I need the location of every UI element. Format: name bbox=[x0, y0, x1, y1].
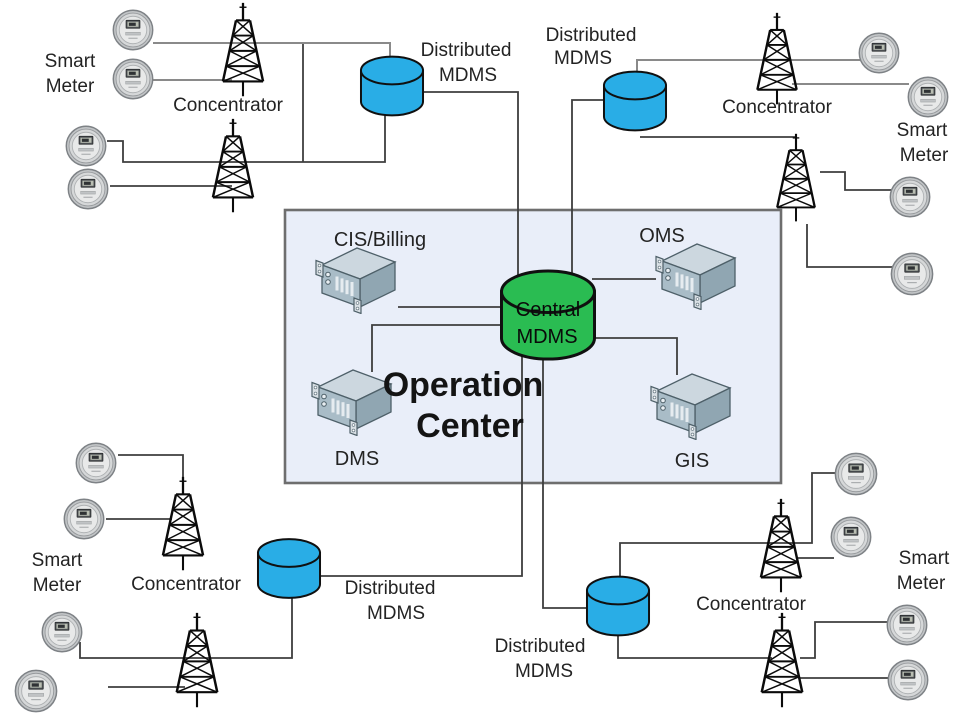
distributed-mdms-database-icon bbox=[256, 538, 322, 599]
smart-meter-label: Smart bbox=[32, 550, 83, 571]
concentrator-tower-icon bbox=[760, 612, 804, 709]
distributed-mdms-database-icon bbox=[585, 575, 651, 637]
concentrator-label: Concentrator bbox=[131, 574, 242, 595]
smart-meter-label: Meter bbox=[900, 145, 949, 166]
link-br-mdms-meter13 bbox=[619, 472, 838, 588]
concentrator-tower-icon bbox=[756, 12, 798, 106]
link-central-gis bbox=[593, 337, 678, 375]
smart-meter-icon bbox=[63, 498, 105, 540]
concentrator-tower-icon bbox=[775, 133, 817, 223]
distributed-mdms-label: Distributed bbox=[495, 636, 586, 657]
gis-label: GIS bbox=[675, 450, 709, 472]
smart-meter-label: Smart bbox=[899, 548, 950, 569]
distributed-mdms-database-icon bbox=[359, 55, 425, 117]
link-bl-meter11-mdms bbox=[79, 598, 293, 659]
smart-meter-icon bbox=[890, 252, 934, 296]
operation-center-title: Operation bbox=[383, 366, 544, 404]
smart-meter-icon bbox=[14, 669, 58, 713]
link-bl-meter9-concentrator bbox=[118, 454, 184, 481]
smart-meter-icon bbox=[886, 604, 928, 646]
concentrator-label: Concentrator bbox=[722, 97, 833, 118]
smart-meter-icon bbox=[834, 452, 878, 496]
link-br-mdms-concentrator2 bbox=[617, 636, 772, 659]
central-mdms-label: MDMS bbox=[516, 326, 577, 348]
smart-meter-icon bbox=[907, 76, 949, 118]
smart-meter-label: Meter bbox=[33, 575, 82, 596]
distributed-mdms-label: Distributed bbox=[546, 25, 637, 46]
distributed-mdms-database-icon bbox=[602, 70, 668, 132]
concentrator-label: Concentrator bbox=[173, 95, 284, 116]
smart-meter-icon bbox=[112, 9, 154, 51]
operation-center-title: Center bbox=[416, 407, 524, 445]
link-tr-meter8-concentrator2 bbox=[806, 224, 894, 268]
smart-meter-icon bbox=[889, 176, 931, 218]
dms-label: DMS bbox=[335, 448, 379, 470]
smart-meter-icon bbox=[858, 32, 900, 74]
link-br-meter15-concentrator2 bbox=[800, 621, 890, 659]
link-tl-meter3-mdms bbox=[107, 112, 386, 163]
link-tr-mdms-meter5 bbox=[636, 59, 860, 78]
concentrator-label: Concentrator bbox=[696, 594, 807, 615]
smart-meter-icon bbox=[112, 58, 154, 100]
link-central-bl-mdms bbox=[320, 352, 523, 577]
concentrator-tower-icon bbox=[759, 498, 803, 594]
link-tl-meter1-mdms bbox=[153, 42, 391, 70]
distributed-mdms-label: MDMS bbox=[439, 65, 497, 86]
concentrator-tower-icon bbox=[161, 476, 205, 572]
link-tr-concentrator2-meter7 bbox=[820, 171, 892, 191]
smart-meter-label: Smart bbox=[897, 120, 948, 141]
smart-meter-icon bbox=[67, 168, 109, 210]
concentrator-tower-icon bbox=[211, 118, 255, 214]
distributed-mdms-label: Distributed bbox=[345, 578, 436, 599]
smart-meter-label: Smart bbox=[45, 51, 96, 72]
link-tl-mdms-central bbox=[420, 91, 519, 292]
smart-meter-label: Meter bbox=[46, 76, 95, 97]
distributed-mdms-label: Distributed bbox=[421, 40, 512, 61]
link-central-br-mdms bbox=[542, 352, 590, 609]
smart-meter-label: Meter bbox=[897, 573, 946, 594]
connector-lines-dark bbox=[79, 43, 894, 688]
oms-label: OMS bbox=[639, 225, 685, 247]
link-central-dms bbox=[371, 324, 503, 372]
smart-meter-icon bbox=[41, 611, 83, 653]
distributed-mdms-label: MDMS bbox=[367, 603, 425, 624]
concentrator-tower-icon bbox=[221, 2, 265, 98]
distributed-mdms-label: MDMS bbox=[554, 48, 612, 69]
connector-lines-light bbox=[153, 42, 909, 85]
distributed-mdms-label: MDMS bbox=[515, 661, 573, 682]
smart-meter-icon bbox=[75, 442, 117, 484]
cis-billing-label: CIS/Billing bbox=[334, 229, 426, 251]
smart-meter-icon bbox=[887, 659, 929, 701]
link-tr-mdms-central bbox=[571, 99, 606, 294]
smart-meter-icon bbox=[65, 125, 107, 167]
smart-meter-icon bbox=[830, 516, 872, 558]
concentrator-tower-icon bbox=[175, 612, 219, 709]
central-mdms-label: Central bbox=[516, 299, 580, 321]
